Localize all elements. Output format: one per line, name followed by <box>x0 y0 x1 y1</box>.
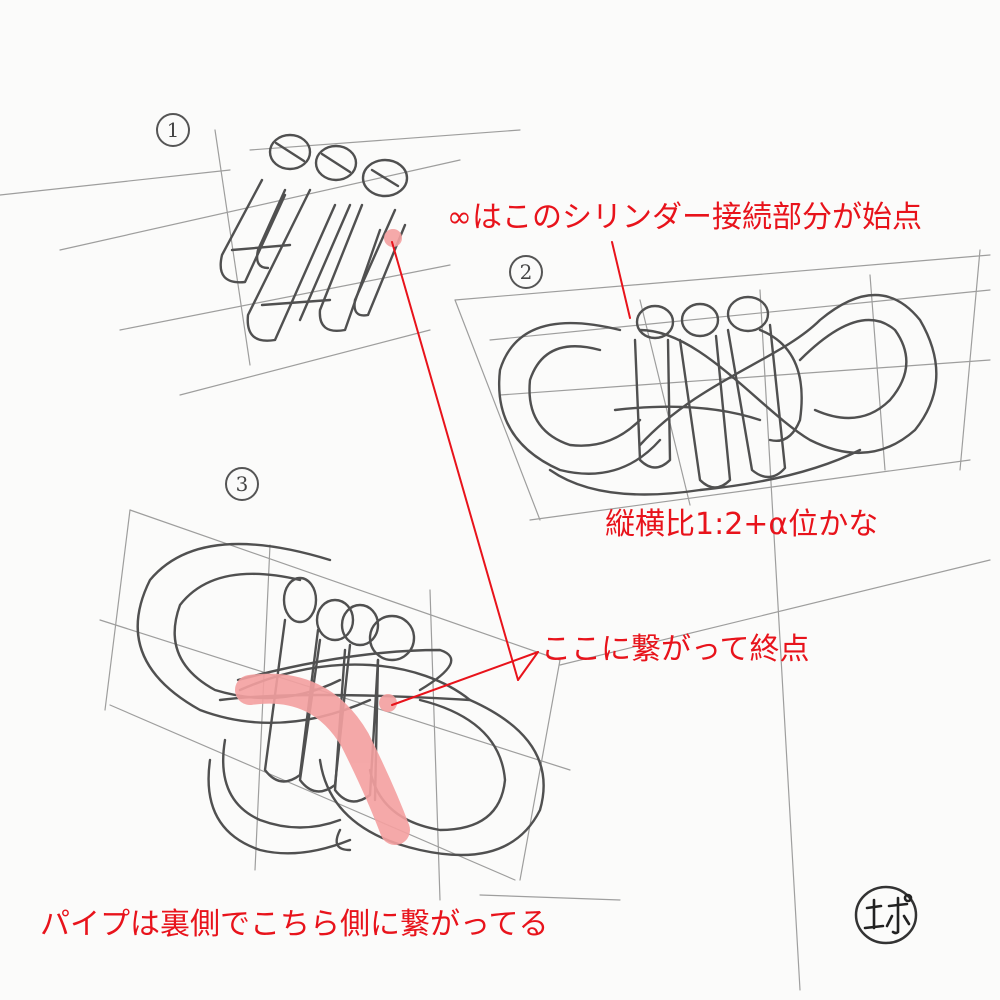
annotation-pipe-back: パイプは裏側でこちら側に繋がってる <box>40 910 549 940</box>
annotation-cylinder-start: ∞はこのシリンダー接続部分が始点 <box>447 203 922 233</box>
annotation-connect-end: ここに繋がって終点 <box>541 635 810 665</box>
annotation-aspect-ratio: 縦横比1:2+α位かな <box>605 510 878 540</box>
step-number-3: 3 <box>225 467 259 501</box>
step-number-2: 2 <box>509 255 543 289</box>
signature-stamp-icon <box>853 884 919 946</box>
step-number-1: 1 <box>156 113 190 147</box>
